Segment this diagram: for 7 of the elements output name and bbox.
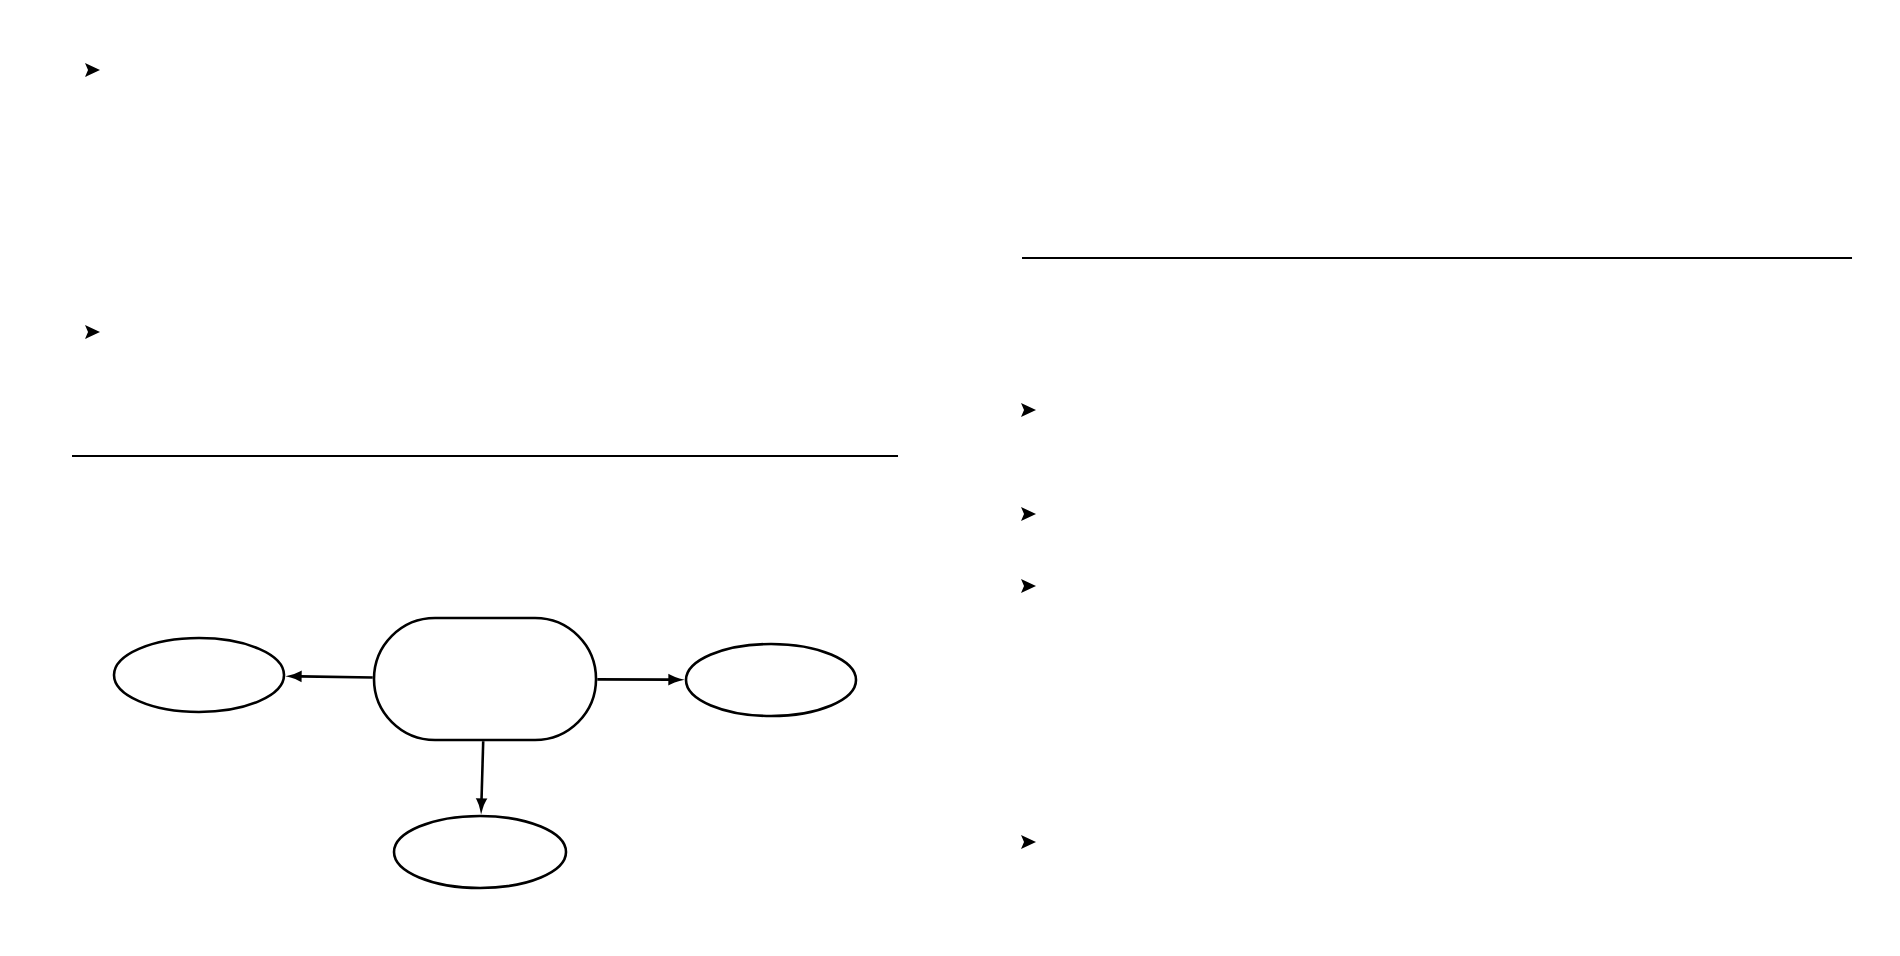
arrow bbox=[289, 671, 373, 682]
rounded-box bbox=[372, 616, 598, 742]
ellipse-node bbox=[684, 642, 858, 718]
arrow bbox=[476, 741, 487, 811]
ellipse-node bbox=[392, 814, 568, 890]
arrow bbox=[597, 674, 681, 685]
ellipse-node bbox=[112, 636, 286, 714]
